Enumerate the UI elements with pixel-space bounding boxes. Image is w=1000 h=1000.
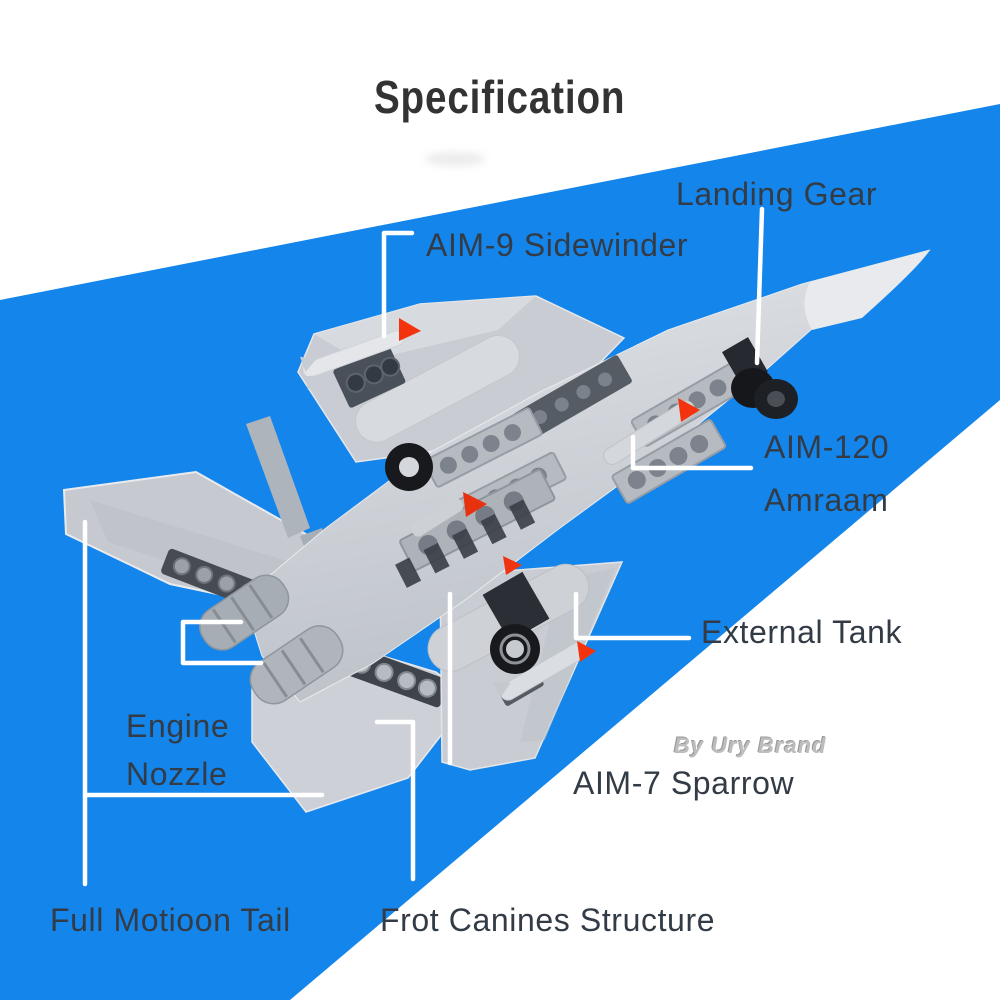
landing-gear-callout-line bbox=[754, 206, 765, 366]
center-missile bbox=[411, 492, 522, 575]
label-aim7-sparrow: AIM-7 Sparrow bbox=[573, 765, 795, 801]
label-front-canines-structure: Frot Canines Structure bbox=[380, 902, 716, 938]
aim9-callout-line bbox=[381, 230, 415, 339]
fuselage-panel bbox=[514, 355, 632, 441]
label-aim120-line1: AIM-120 bbox=[764, 429, 890, 465]
label-aim120-amraam: AIM-120 Amraam bbox=[764, 431, 889, 516]
main-landing-gear bbox=[385, 443, 550, 674]
label-aim9-sidewinder: AIM-9 Sidewinder bbox=[426, 227, 689, 263]
faint-watermark-smudge bbox=[425, 152, 485, 166]
page-title-text: Specification bbox=[374, 71, 626, 123]
label-external-tank: External Tank bbox=[701, 614, 903, 650]
engine-nozzle-callout-line bbox=[180, 619, 264, 666]
nose-cone bbox=[804, 250, 930, 330]
label-engine-line1: Engine bbox=[126, 708, 230, 744]
aim7-missile bbox=[491, 641, 596, 706]
front-canines-callout-line bbox=[374, 719, 416, 882]
engine-nozzles bbox=[199, 574, 344, 705]
intake-vents bbox=[395, 499, 536, 588]
aim9-missile bbox=[300, 318, 421, 408]
conformal-tank bbox=[355, 334, 520, 443]
label-engine-line2: Nozzle bbox=[126, 756, 228, 792]
front-landing-gear bbox=[722, 337, 798, 419]
label-full-motion-tail: Full Motioon Tail bbox=[50, 902, 291, 938]
callout-lines bbox=[82, 206, 765, 887]
brand-watermark: By Ury Brand bbox=[674, 733, 827, 758]
aim120-callout-line bbox=[630, 434, 754, 471]
label-engine-nozzle: Engine Nozzle bbox=[126, 710, 229, 790]
label-landing-gear: Landing Gear bbox=[676, 176, 878, 212]
page-title: Specification bbox=[0, 70, 1000, 124]
external-tank-callout-line bbox=[573, 591, 692, 641]
vertical-fin bbox=[246, 416, 310, 538]
label-aim120-line2: Amraam bbox=[764, 482, 889, 518]
aim120-missile bbox=[603, 398, 700, 465]
